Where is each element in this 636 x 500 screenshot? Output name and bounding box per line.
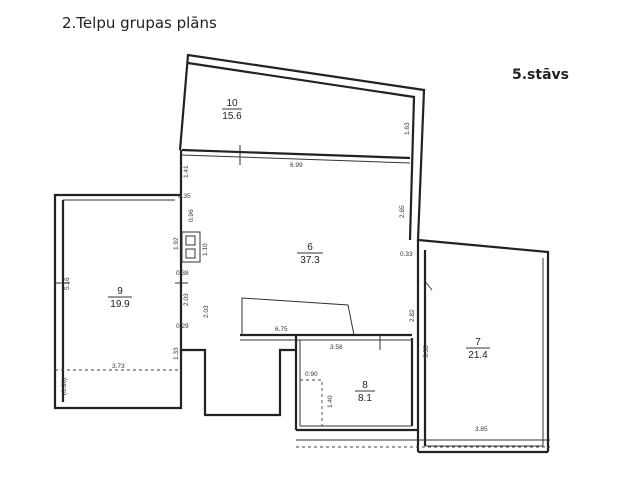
dim-0-06: (0.06) bbox=[61, 378, 68, 395]
room-7-number: 7 bbox=[475, 337, 481, 348]
room-9-number: 9 bbox=[117, 286, 123, 297]
plan-title: 2.Telpu grupas plāns bbox=[62, 14, 217, 32]
room-6-number: 6 bbox=[307, 242, 313, 253]
dim-2-82: 2.82 bbox=[409, 309, 416, 322]
ticks bbox=[55, 145, 433, 350]
dim-6-99: 6.99 bbox=[290, 162, 303, 169]
room-10-number: 10 bbox=[226, 98, 238, 109]
dim-3-58: 3.58 bbox=[330, 344, 343, 351]
room-7: 7 21.4 bbox=[466, 337, 490, 361]
dimension-labels: 1.63 6.99 1.41 0.35 0.96 1.92 1.10 2.65 … bbox=[61, 122, 488, 433]
room-10-area: 15.6 bbox=[222, 111, 242, 122]
room-8-number: 8 bbox=[362, 380, 368, 391]
dim-1-41: 1.41 bbox=[183, 165, 190, 178]
room-6: 6 37.3 bbox=[297, 242, 323, 266]
dim-3-85: 3.85 bbox=[475, 426, 488, 433]
dim-0-33: 0.33 bbox=[400, 251, 413, 258]
dim-2-65: 2.65 bbox=[399, 205, 406, 218]
dim-1-63: 1.63 bbox=[404, 122, 411, 135]
dim-2-03a: 2.03 bbox=[183, 293, 190, 306]
dim-0-96: 0.96 bbox=[188, 209, 195, 222]
dim-6-75: 6.75 bbox=[275, 326, 288, 333]
dim-0-38: 0.38 bbox=[176, 270, 189, 277]
dim-0-29: 0.29 bbox=[176, 323, 189, 330]
dim-1-33: 1.33 bbox=[173, 347, 180, 360]
room-9: 9 19.9 bbox=[108, 286, 132, 310]
dim-0-90: 0.90 bbox=[305, 371, 318, 378]
room-8-area: 8.1 bbox=[358, 393, 372, 404]
dim-2-03b: 2.03 bbox=[203, 305, 210, 318]
dim-5-55: 5.55 bbox=[423, 345, 430, 358]
room-7-area: 21.4 bbox=[468, 350, 488, 361]
dim-5-16: 5.16 bbox=[64, 277, 71, 290]
room-9-area: 19.9 bbox=[110, 299, 130, 310]
floor-label: 5.stāvs bbox=[512, 67, 569, 83]
dim-0-35: 0.35 bbox=[178, 193, 191, 200]
dim-1-40: 1.40 bbox=[327, 395, 334, 408]
room-8: 8 8.1 bbox=[355, 380, 375, 404]
dim-1-10: 1.10 bbox=[202, 243, 209, 256]
dim-1-92: 1.92 bbox=[173, 237, 180, 250]
walls bbox=[53, 53, 550, 454]
room-10: 10 15.6 bbox=[222, 98, 242, 122]
dim-3-73: 3.73 bbox=[112, 363, 125, 370]
room-6-area: 37.3 bbox=[300, 255, 320, 266]
